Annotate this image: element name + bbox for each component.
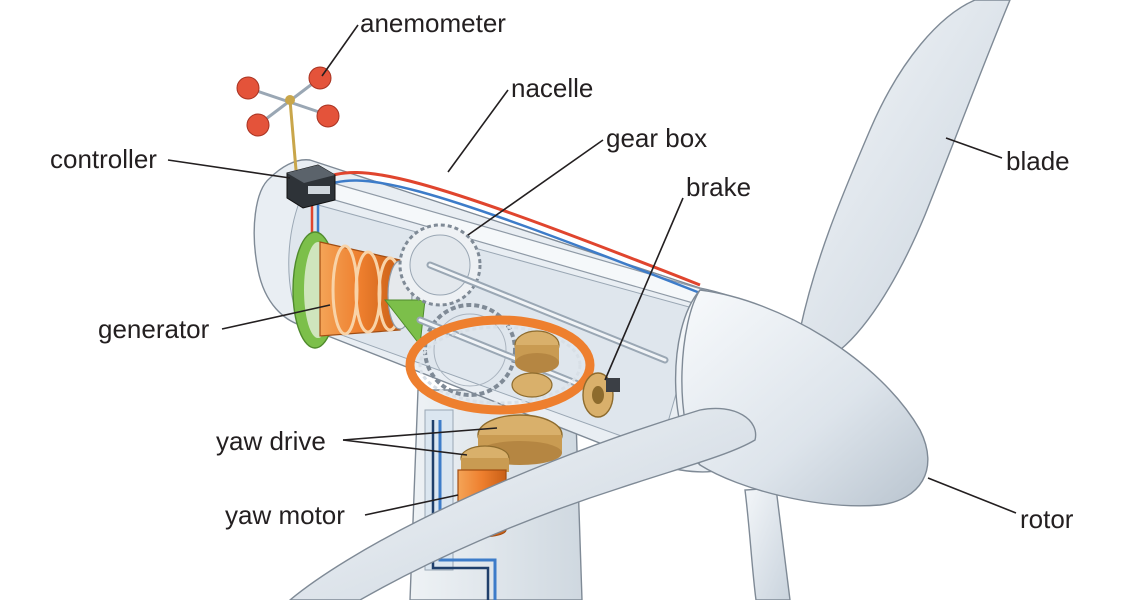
- lower-blade: [744, 487, 791, 600]
- yaw-drive: [460, 330, 563, 472]
- leader-blade: [945, 137, 1003, 159]
- upper-blade: [799, 0, 1011, 351]
- leader-generator: [221, 304, 331, 330]
- anemometer: [236, 66, 340, 171]
- gear-box: [398, 223, 517, 397]
- label-anemometer: anemometer: [360, 8, 506, 38]
- tower-cable: [438, 420, 497, 600]
- generator: [292, 231, 426, 349]
- label-generator: generator: [98, 314, 210, 344]
- label-brake: brake: [686, 172, 751, 202]
- brake: [582, 372, 620, 418]
- leader-controller: [167, 159, 291, 179]
- leader-yaw-drive-a: [342, 427, 498, 441]
- anemometer-cup: [308, 66, 332, 90]
- front-blade: [288, 407, 757, 600]
- leader-gear-box: [467, 139, 604, 236]
- nacelle-cable-red: [319, 170, 701, 287]
- leader-rotor: [927, 477, 1017, 514]
- label-yaw-motor: yaw motor: [225, 500, 345, 530]
- yaw-ring: [405, 315, 595, 415]
- nacelle-cable-blue: [319, 179, 701, 295]
- anemometer-cup: [246, 113, 270, 137]
- label-yaw-drive: yaw drive: [216, 426, 326, 456]
- label-blade: blade: [1006, 146, 1070, 176]
- leader-yaw-motor: [364, 494, 459, 516]
- anemometer-cup: [236, 76, 260, 100]
- label-controller: controller: [50, 144, 157, 174]
- anemometer-cup: [316, 104, 340, 128]
- leader-nacelle: [447, 89, 509, 173]
- leader-brake: [604, 197, 684, 381]
- leader-anemometer: [321, 24, 359, 77]
- label-rotor: rotor: [1020, 504, 1074, 534]
- label-nacelle: nacelle: [511, 73, 593, 103]
- leader-yaw-drive-b: [342, 439, 468, 456]
- label-gear-box: gear box: [606, 123, 707, 153]
- controller: [286, 164, 336, 209]
